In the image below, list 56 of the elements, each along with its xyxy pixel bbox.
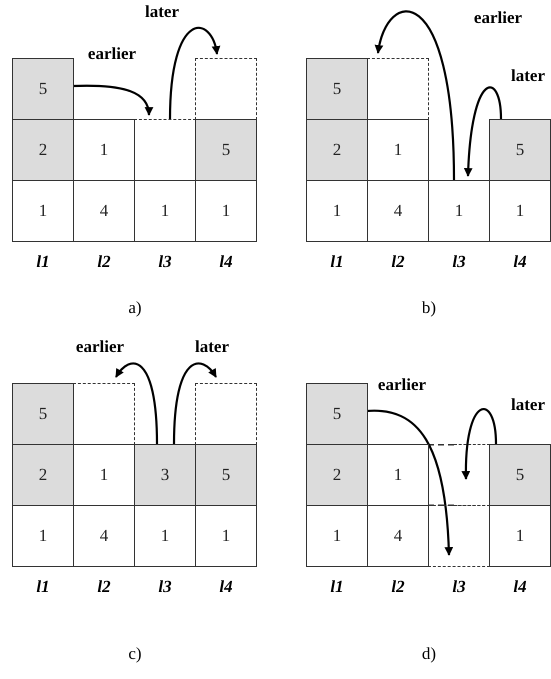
number-cell: 1 bbox=[195, 505, 257, 567]
number-cell: 2 bbox=[306, 444, 368, 506]
number-cell: 1 bbox=[12, 180, 74, 242]
column-label: l2 bbox=[391, 252, 405, 272]
panel-caption: c) bbox=[128, 644, 142, 664]
curved-arrow bbox=[464, 86, 502, 177]
number-cell: 5 bbox=[12, 383, 74, 445]
column-label: l4 bbox=[219, 252, 233, 272]
column-label: l1 bbox=[330, 252, 344, 272]
number-cell: 1 bbox=[367, 119, 429, 181]
panel-caption: a) bbox=[128, 298, 142, 318]
number-cell: 5 bbox=[306, 58, 368, 120]
number-cell: 3 bbox=[134, 444, 196, 506]
column-label: l4 bbox=[513, 577, 527, 597]
column-label: l3 bbox=[158, 252, 172, 272]
column-label: l1 bbox=[330, 577, 344, 597]
number-cell: 2 bbox=[12, 119, 74, 181]
curved-arrow bbox=[72, 84, 153, 116]
curved-arrow bbox=[115, 362, 158, 444]
number-cell: 4 bbox=[367, 505, 429, 567]
column-label: l4 bbox=[219, 577, 233, 597]
column-label: l3 bbox=[158, 577, 172, 597]
number-cell: 5 bbox=[489, 444, 551, 506]
column-label: l1 bbox=[36, 252, 50, 272]
curved-arrow bbox=[462, 408, 498, 480]
number-cell: 2 bbox=[12, 444, 74, 506]
number-cell: 1 bbox=[12, 505, 74, 567]
number-cell: 1 bbox=[489, 180, 551, 242]
number-cell: 1 bbox=[306, 505, 368, 567]
column-label: l2 bbox=[97, 577, 111, 597]
column-label: l3 bbox=[452, 577, 466, 597]
panel-caption: b) bbox=[422, 298, 436, 318]
dashed-slot bbox=[73, 383, 135, 445]
panel-caption: d) bbox=[422, 644, 436, 664]
number-cell: 5 bbox=[195, 444, 257, 506]
curved-arrow bbox=[168, 26, 220, 120]
curved-arrow bbox=[172, 362, 217, 444]
number-cell: 5 bbox=[12, 58, 74, 120]
column-label: l4 bbox=[513, 252, 527, 272]
curved-arrow bbox=[375, 10, 456, 180]
dashed-slot bbox=[428, 505, 490, 567]
column-label: l2 bbox=[391, 577, 405, 597]
curved-arrow bbox=[366, 410, 454, 556]
number-cell: 5 bbox=[195, 119, 257, 181]
dashed-slot bbox=[367, 58, 429, 120]
number-cell: 1 bbox=[306, 180, 368, 242]
number-cell: 5 bbox=[489, 119, 551, 181]
number-cell: 1 bbox=[367, 444, 429, 506]
column-label: l2 bbox=[97, 252, 111, 272]
number-cell: 1 bbox=[489, 505, 551, 567]
column-label: l1 bbox=[36, 577, 50, 597]
number-cell: 5 bbox=[306, 383, 368, 445]
number-cell: 1 bbox=[428, 180, 490, 242]
number-cell: 2 bbox=[306, 119, 368, 181]
column-label: l3 bbox=[452, 252, 466, 272]
number-cell: 1 bbox=[195, 180, 257, 242]
